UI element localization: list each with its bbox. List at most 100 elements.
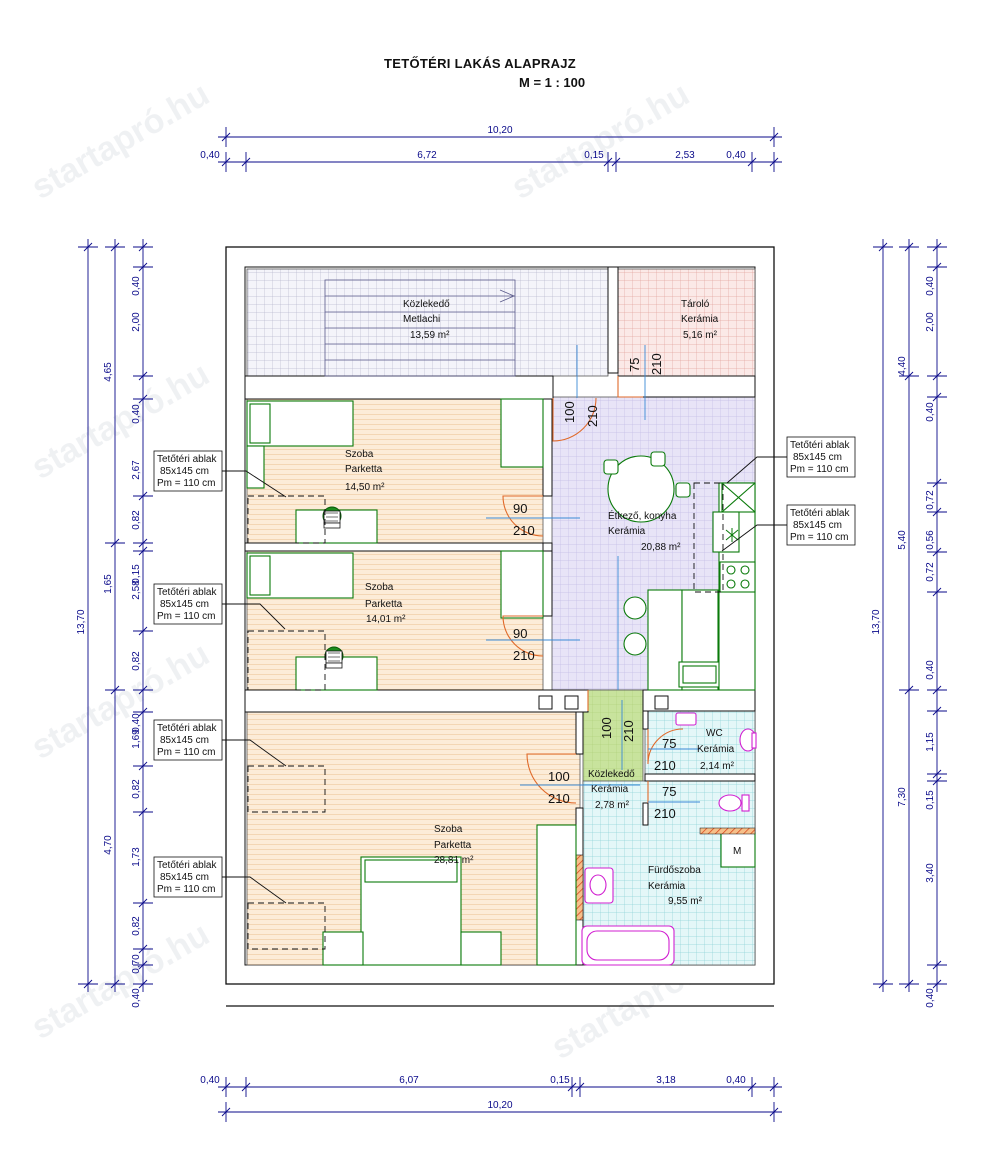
dimension-tick [769, 1082, 779, 1092]
dimension-tick [241, 1082, 251, 1092]
svg-text:Metlachi: Metlachi [403, 314, 440, 325]
dimension-label: 1,73 [131, 847, 142, 867]
dimension-tick [611, 157, 621, 167]
dimension-tick [769, 132, 779, 142]
section-lines [486, 345, 700, 803]
dimension-label: 3,18 [656, 1075, 676, 1086]
dimension-tick [567, 1082, 577, 1092]
dimension-tick [138, 979, 148, 989]
dimension-tick [241, 157, 251, 167]
svg-text:210: 210 [548, 791, 570, 806]
dimension-tick [932, 769, 942, 779]
dimension-tick [747, 157, 757, 167]
svg-text:Pm = 110 cm: Pm = 110 cm [157, 478, 215, 489]
svg-text:2,14 m²: 2,14 m² [700, 761, 735, 772]
dimension-tick [904, 371, 914, 381]
dimension-label: 1,69 [131, 729, 142, 749]
dimension-label: 2,00 [925, 312, 936, 332]
svg-text:Parketta: Parketta [365, 599, 403, 610]
svg-text:85x145 cm: 85x145 cm [793, 452, 842, 463]
dimension-tick [221, 132, 231, 142]
door-label-furdo: 75 210 [654, 784, 676, 821]
floor-kozlekedo-metlachi [246, 268, 609, 377]
svg-text:85x145 cm: 85x145 cm [793, 520, 842, 531]
svg-text:14,01 m²: 14,01 m² [366, 614, 406, 625]
radiator-1 [322, 506, 342, 529]
dimension-tick [932, 685, 942, 695]
dimension-tick [221, 1082, 231, 1092]
dimension-tick [932, 507, 942, 517]
dimension-label: 13,70 [871, 609, 882, 634]
svg-text:100: 100 [562, 401, 577, 423]
dimension-tick [138, 262, 148, 272]
floor-tarolo [617, 268, 756, 377]
svg-text:Tetőtéri ablak: Tetőtéri ablak [157, 587, 217, 598]
svg-text:9,55 m²: 9,55 m² [668, 896, 703, 907]
dimension-label: 0,40 [925, 402, 936, 422]
bath-shelf [699, 827, 756, 835]
skylight-note-5: Tetőtéri ablak 85x145 cm Pm = 110 cm [726, 436, 856, 484]
room-label-szoba-2: Szoba Parketta 14,01 m² [365, 582, 406, 625]
room-label-etkezo-konyha: Étkező, konyha Kerámia 20,88 m² [608, 509, 681, 553]
svg-text:Pm = 110 cm: Pm = 110 cm [790, 464, 848, 475]
dimension-tick [138, 242, 148, 252]
svg-text:75: 75 [627, 358, 642, 372]
svg-text:startapró.hu: startapró.hu [25, 915, 216, 1047]
wc-sink [675, 712, 697, 726]
dimension-label: 0,15 [131, 564, 142, 584]
dimension-tick [138, 898, 148, 908]
dimension-label: 0,82 [131, 916, 142, 936]
dimension-tick [110, 538, 120, 548]
dimension-tick [138, 944, 148, 954]
svg-text:5,16 m²: 5,16 m² [683, 330, 718, 341]
svg-text:Kerámia: Kerámia [608, 526, 646, 537]
chimney-hatch [575, 854, 584, 921]
svg-text:Parketta: Parketta [345, 464, 383, 475]
bath-cabinet-label: M [733, 846, 741, 857]
svg-text:100: 100 [548, 769, 570, 784]
dimension-tick [769, 157, 779, 167]
svg-text:Parketta: Parketta [434, 840, 472, 851]
dimension-label: 0,15 [584, 150, 604, 161]
dimension-label: 13,70 [76, 609, 87, 634]
dimension-label: 0,40 [726, 1075, 746, 1086]
room-label-kozlekedo-1: Közlekedő Metlachi 13,59 m² [403, 299, 450, 341]
dimension-label: 0,70 [131, 954, 142, 974]
svg-text:Szoba: Szoba [434, 824, 463, 835]
dimension-lines [78, 127, 947, 1122]
svg-text:20,88 m²: 20,88 m² [641, 542, 681, 553]
skylight-note-3: Tetőtéri ablak 85x145 cm Pm = 110 cm [153, 719, 287, 767]
dimension-label: 0,15 [550, 1075, 570, 1086]
svg-text:Tetőtéri ablak: Tetőtéri ablak [157, 723, 217, 734]
furniture [246, 398, 756, 966]
svg-text:Tároló: Tároló [681, 299, 710, 310]
dimension-label: 0,56 [925, 530, 936, 550]
svg-text:210: 210 [621, 720, 636, 742]
dimension-label: 2,00 [131, 312, 142, 332]
door-label-kitchen: 100 210 [562, 401, 600, 427]
svg-text:Pm = 110 cm: Pm = 110 cm [157, 747, 215, 758]
skylight-outlines [247, 482, 724, 950]
dimension-tick [138, 626, 148, 636]
svg-text:85x145 cm: 85x145 cm [160, 735, 209, 746]
svg-text:210: 210 [513, 648, 535, 663]
svg-text:Közlekedő: Közlekedő [403, 299, 450, 310]
dimension-tick [110, 242, 120, 252]
svg-text:90: 90 [513, 626, 527, 641]
svg-text:28,81 m²: 28,81 m² [434, 855, 474, 866]
svg-text:90: 90 [513, 501, 527, 516]
dimension-label: 0,15 [925, 790, 936, 810]
dimension-tick [603, 157, 613, 167]
dimension-label: 6,07 [399, 1075, 419, 1086]
room-label-tarolo: Tároló Kerámia 5,16 m² [681, 299, 719, 341]
svg-text:startapró.hu: startapró.hu [25, 75, 216, 207]
dimension-tick [221, 1107, 231, 1117]
dimension-label: 10,20 [487, 125, 512, 136]
dimension-label: 3,40 [925, 863, 936, 883]
dimension-tick [904, 979, 914, 989]
dimension-label: 0,40 [925, 988, 936, 1008]
room-label-wc: WC Kerámia 2,14 m² [697, 728, 735, 772]
dimension-tick [904, 685, 914, 695]
svg-text:Kerámia: Kerámia [681, 314, 719, 325]
dimension-tick [932, 478, 942, 488]
